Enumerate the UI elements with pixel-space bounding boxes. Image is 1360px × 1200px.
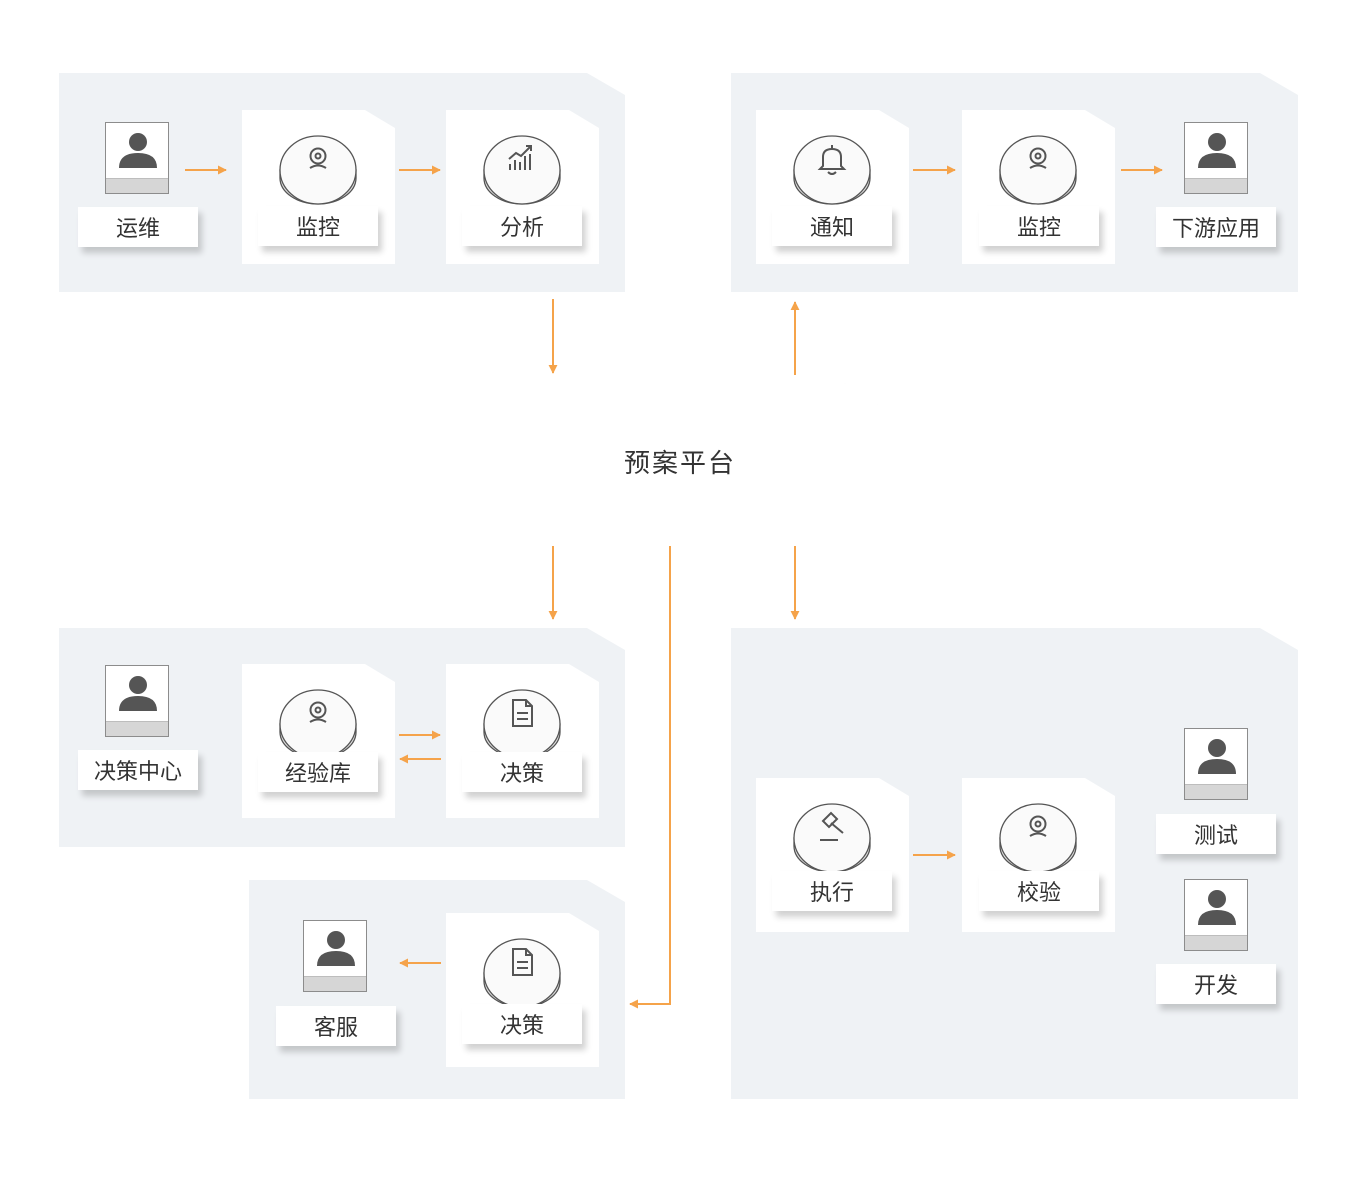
node-card-knowledge-base[interactable] [242, 664, 395, 818]
node-label-execute: 执行 [772, 871, 892, 911]
node-label-notify: 通知 [772, 206, 892, 246]
role-label-downstream: 下游应用 [1156, 207, 1276, 247]
role-label-ops: 运维 [78, 207, 198, 247]
document-icon [483, 688, 561, 760]
platform-title: 预案平台 [623, 449, 736, 479]
growth-chart-icon [483, 134, 561, 206]
role-label-test: 测试 [1156, 814, 1276, 854]
node-label-monitor-2: 监控 [979, 206, 1099, 246]
gavel-icon [793, 802, 871, 874]
user-icon [105, 122, 169, 194]
node-card-decision[interactable] [446, 664, 599, 818]
arrow-platform-to-service [629, 546, 671, 1009]
node-label-decision-2: 决策 [462, 1004, 582, 1044]
user-icon [303, 920, 367, 992]
user-icon [1184, 728, 1248, 800]
user-icon [1184, 122, 1248, 194]
node-label-knowledge-base: 经验库 [258, 752, 378, 792]
role-label-dev: 开发 [1156, 964, 1276, 1004]
node-label-analysis: 分析 [462, 206, 582, 246]
node-label-monitor: 监控 [258, 206, 378, 246]
document-icon [483, 937, 561, 1009]
node-label-decision: 决策 [462, 752, 582, 792]
role-label-customer-service: 客服 [276, 1006, 396, 1046]
bell-icon [793, 134, 871, 206]
user-icon [105, 665, 169, 737]
platform-card[interactable]: 预案平台 [482, 383, 878, 540]
webcam-icon [999, 802, 1077, 874]
role-label-decision-center: 决策中心 [78, 750, 198, 790]
node-label-verify: 校验 [979, 871, 1099, 911]
user-icon [1184, 879, 1248, 951]
webcam-icon [279, 688, 357, 760]
webcam-icon [999, 134, 1077, 206]
webcam-icon [279, 134, 357, 206]
